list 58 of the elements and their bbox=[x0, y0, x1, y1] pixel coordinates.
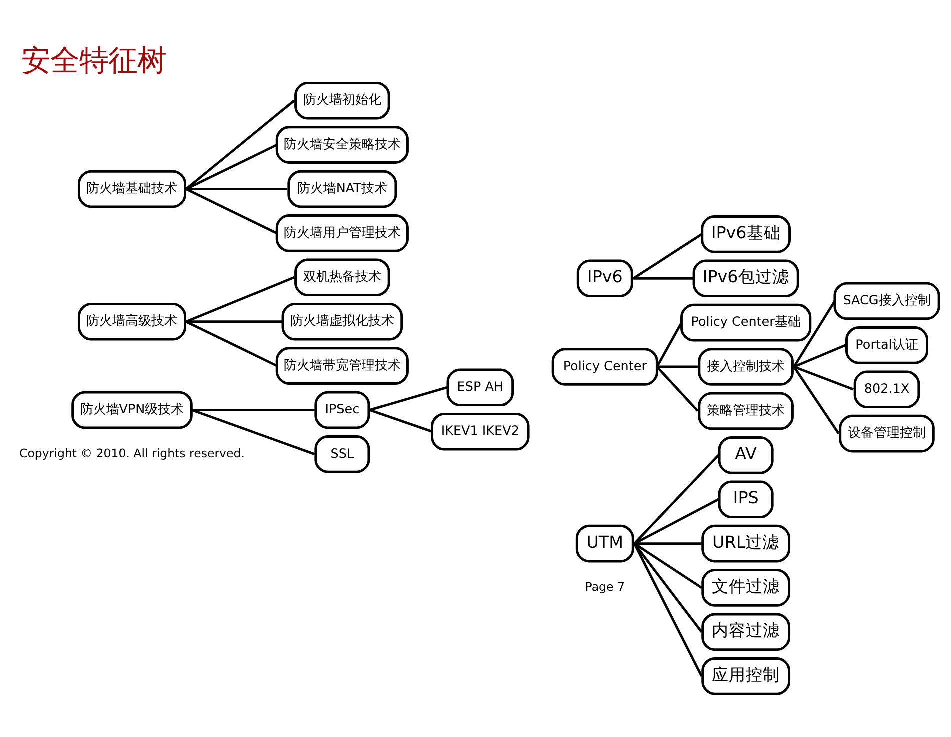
connector bbox=[794, 344, 846, 368]
connector bbox=[185, 100, 296, 190]
node-box: IPv6基础 bbox=[701, 216, 791, 254]
node-box: Portal认证 bbox=[846, 326, 928, 364]
node-box: Policy Center基础 bbox=[680, 304, 812, 342]
node-box: IPS bbox=[718, 480, 774, 519]
connector bbox=[186, 188, 288, 190]
connector bbox=[657, 366, 698, 368]
connector bbox=[793, 300, 836, 368]
connector bbox=[634, 277, 694, 280]
connector bbox=[634, 454, 720, 545]
node-box: 防火墙用户管理技术 bbox=[276, 214, 409, 252]
node-box: 802.1X bbox=[854, 370, 920, 409]
node-box: SACG接入控制 bbox=[834, 282, 940, 320]
connector bbox=[370, 386, 448, 412]
node-box: 防火墙带宽管理技术 bbox=[276, 347, 409, 385]
node-box: IPv6包过滤 bbox=[692, 260, 800, 298]
node-box: 内容过滤 bbox=[702, 613, 791, 652]
connector bbox=[186, 188, 278, 235]
node-box: SSL bbox=[314, 436, 370, 474]
connector bbox=[186, 320, 283, 324]
node-box: IPSec bbox=[314, 391, 370, 430]
node-box: AV bbox=[718, 436, 774, 474]
connector bbox=[186, 320, 278, 368]
connector bbox=[634, 543, 703, 677]
label: Page 7 bbox=[585, 580, 625, 594]
connector bbox=[634, 542, 702, 546]
connector bbox=[186, 276, 295, 323]
connector bbox=[634, 498, 720, 545]
node-box: 双机热备技术 bbox=[294, 258, 390, 297]
connector bbox=[656, 366, 699, 412]
node-box: 防火墙安全策略技术 bbox=[276, 126, 409, 164]
node-box: IPv6 bbox=[576, 260, 634, 298]
node-box: 防火墙高级技术 bbox=[78, 302, 187, 341]
node-box: IKEV1 IKEV2 bbox=[431, 412, 530, 451]
node-box: UTM bbox=[576, 524, 634, 563]
node-box: 文件过滤 bbox=[702, 569, 791, 607]
connector bbox=[793, 366, 840, 434]
connector bbox=[192, 409, 315, 412]
node-box: 防火墙基础技术 bbox=[78, 170, 187, 208]
node-box: 防火墙虚拟化技术 bbox=[282, 302, 404, 341]
node-box: 应用控制 bbox=[702, 657, 791, 696]
node-box: 策略管理技术 bbox=[698, 392, 794, 430]
node-box: 防火墙VPN级技术 bbox=[72, 391, 193, 430]
node-box: 防火墙NAT技术 bbox=[288, 170, 398, 208]
node-box: 接入控制技术 bbox=[698, 348, 794, 386]
node-box: 设备管理控制 bbox=[839, 414, 935, 453]
connector bbox=[192, 409, 316, 456]
diagram-title: 安全特征树 bbox=[21, 43, 166, 78]
node-box: Policy Center bbox=[552, 348, 658, 386]
connector bbox=[656, 322, 683, 368]
connector bbox=[370, 409, 433, 433]
label: Copyright © 2010. All rights reserved. bbox=[20, 446, 245, 460]
node-box: 防火墙初始化 bbox=[294, 82, 390, 120]
node-box: ESP AH bbox=[446, 368, 514, 407]
connector bbox=[794, 366, 854, 391]
node-box: URL过滤 bbox=[702, 524, 791, 563]
connector bbox=[632, 233, 703, 280]
